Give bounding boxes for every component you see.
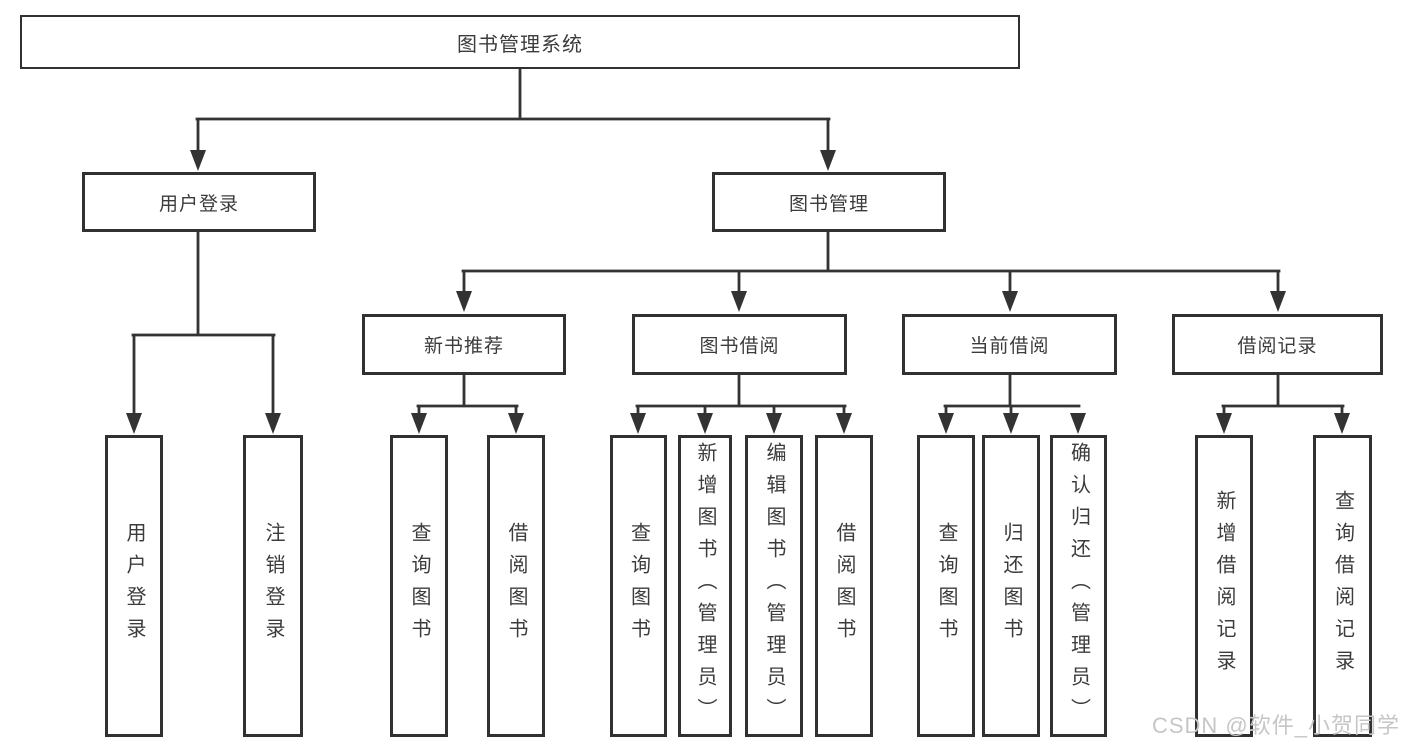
leaf-borrow-books-borrowing-label: 借阅图书 (833, 522, 855, 650)
leaf-query-borrow-record-label: 查询借阅记录 (1331, 490, 1354, 682)
node-root-library-management-system: 图书管理系统 (20, 15, 1020, 69)
leaf-query-books-recommend-label: 查询图书 (408, 522, 430, 650)
leaf-borrow-books-borrowing: 借阅图书 (815, 435, 873, 737)
node-root-label: 图书管理系统 (457, 33, 583, 56)
leaf-query-books-borrowing-label: 查询图书 (627, 522, 650, 650)
leaf-query-books-recommend: 查询图书 (390, 435, 448, 737)
leaf-query-books-current: 查询图书 (917, 435, 975, 737)
node-book-borrowing: 图书借阅 (632, 314, 847, 375)
node-borrowing-records-label: 借阅记录 (1237, 336, 1318, 357)
leaf-add-book-admin: 新增图书（管理员） (678, 435, 732, 737)
leaf-return-books-label: 归还图书 (1000, 522, 1022, 650)
node-current-borrowing-label: 当前借阅 (969, 336, 1050, 357)
leaf-logout-label: 注销登录 (262, 522, 284, 650)
node-new-book-recommendation: 新书推荐 (362, 314, 566, 375)
node-borrowing-records: 借阅记录 (1172, 314, 1383, 375)
leaf-edit-book-admin: 编辑图书（管理员） (745, 435, 803, 737)
leaf-return-books: 归还图书 (982, 435, 1040, 737)
leaf-user-login: 用户登录 (105, 435, 163, 737)
leaf-confirm-return-admin: 确认归还（管理员） (1050, 435, 1107, 737)
csdn-watermark: CSDN @软件_小贺同学 (1151, 713, 1400, 738)
leaf-query-books-current-label: 查询图书 (935, 522, 957, 650)
node-new-book-recommendation-label: 新书推荐 (423, 336, 504, 357)
leaf-query-books-borrowing: 查询图书 (610, 435, 667, 737)
leaf-add-borrow-record: 新增借阅记录 (1195, 435, 1253, 737)
leaf-user-login-label: 用户登录 (123, 522, 145, 650)
leaf-edit-book-admin-label: 编辑图书（管理员） (763, 442, 785, 730)
node-user-login-label: 用户登录 (158, 193, 239, 215)
node-book-management: 图书管理 (712, 172, 946, 232)
node-book-borrowing-label: 图书借阅 (699, 336, 780, 357)
leaf-confirm-return-admin-label: 确认归还（管理员） (1067, 442, 1090, 730)
leaf-query-borrow-record: 查询借阅记录 (1313, 435, 1372, 737)
leaf-add-book-admin-label: 新增图书（管理员） (694, 442, 716, 730)
node-book-management-label: 图书管理 (788, 193, 869, 215)
leaf-borrow-books-recommend-label: 借阅图书 (505, 522, 527, 650)
leaf-borrow-books-recommend: 借阅图书 (487, 435, 545, 737)
leaf-add-borrow-record-label: 新增借阅记录 (1213, 490, 1235, 682)
node-user-login: 用户登录 (82, 172, 316, 232)
leaf-logout: 注销登录 (243, 435, 303, 737)
node-current-borrowing: 当前借阅 (902, 314, 1117, 375)
